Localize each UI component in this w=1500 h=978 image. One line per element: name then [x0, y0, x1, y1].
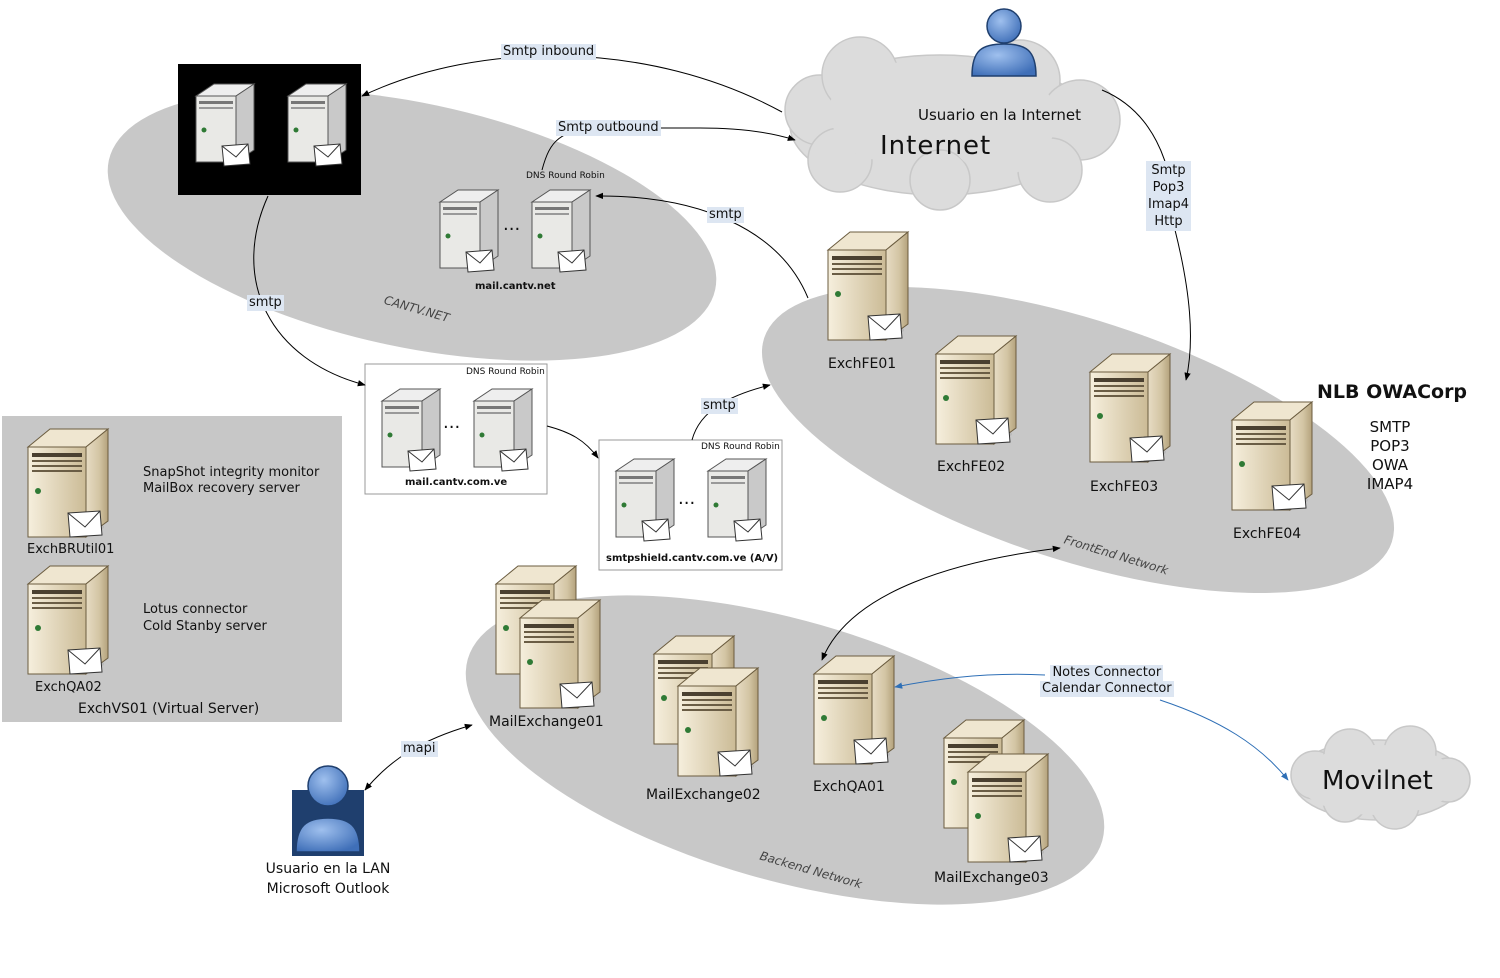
server-mailexchange03-b	[967, 753, 1049, 863]
internet-protocol-http: Http	[1154, 214, 1183, 229]
label-exchfe03: ExchFE03	[1090, 479, 1159, 495]
edge-label-smtp-fe: smtp	[707, 207, 744, 223]
connector-edges	[894, 673, 1289, 781]
server-exchfe01	[827, 231, 909, 341]
movilnet-cloud-title: Movilnet	[1322, 766, 1433, 796]
lan-user-icon	[292, 765, 364, 856]
server-exchqa01	[813, 655, 895, 765]
cluster-name-comve: mail.cantv.com.ve	[405, 477, 508, 488]
cluster-ellipsis-shield: ...	[678, 488, 696, 509]
edge-label-connectors: Notes Connector Calendar Connector	[1040, 665, 1174, 697]
label-exchfe02: ExchFE02	[937, 459, 1006, 475]
gateway-server-1	[195, 83, 255, 167]
movilnet-cloud	[1290, 725, 1471, 830]
edge-label-smtp-shield: smtp	[701, 398, 738, 414]
cluster-name-cantv-net: mail.cantv.net	[475, 281, 556, 292]
lan-user-label-line2: Microsoft Outlook	[266, 881, 390, 897]
cantv-net-server-1	[439, 189, 499, 273]
edge-gateway-to-comve	[253, 195, 366, 387]
edge-comve-to-shield	[546, 425, 599, 459]
edge-label-internet-protocols: Smtp Pop3 Imap4 Http	[1146, 161, 1191, 231]
server-exchbrutil01	[27, 428, 109, 538]
brutil-description-line2: MailBox recovery server	[143, 481, 300, 496]
cluster-name-smtpshield: smtpshield.cantv.com.ve (A/V)	[606, 553, 779, 564]
nlb-protocol-smtp: SMTP	[1369, 418, 1411, 436]
internet-protocol-smtp: Smtp	[1151, 163, 1186, 178]
server-exchfe04	[1231, 401, 1313, 511]
edge-label-smtp-inbound: Smtp inbound	[501, 44, 597, 60]
qa02-description-line1: Lotus connector	[143, 602, 248, 617]
label-mailexchange03: MailExchange03	[934, 870, 1049, 886]
internet-protocol-pop3: Pop3	[1152, 180, 1185, 195]
cluster-ellipsis-comve: ...	[443, 412, 461, 433]
server-exchqa02	[27, 565, 109, 675]
label-mailexchange01: MailExchange01	[489, 714, 604, 730]
server-exchfe03	[1089, 353, 1171, 463]
dns-round-robin-comve: DNS Round Robin	[466, 367, 545, 377]
nlb-protocol-pop3: POP3	[1370, 437, 1410, 455]
shield-server-2	[707, 458, 767, 542]
label-exchqa01: ExchQA01	[813, 779, 885, 795]
lan-user-label: Usuario en la LAN Microsoft Outlook	[255, 859, 401, 899]
label-exchfe04: ExchFE04	[1233, 526, 1302, 542]
nlb-protocol-imap4: IMAP4	[1366, 475, 1414, 493]
internet-cloud-title: Internet	[880, 131, 992, 161]
calendar-connector-label: Calendar Connector	[1040, 681, 1174, 697]
edge-label-smtp-outbound: Smtp outbound	[556, 120, 661, 136]
server-mailexchange02-b	[677, 667, 759, 777]
edge-fe-backend	[821, 545, 1061, 661]
label-exchfe01: ExchFE01	[828, 356, 897, 372]
frontend-network-ellipse	[761, 286, 1395, 594]
brutil-description-line1: SnapShot integrity monitor	[143, 465, 320, 480]
nlb-title: NLB OWACorp	[1317, 381, 1468, 403]
edge-label-mapi: mapi	[401, 741, 438, 757]
label-exchqa02: ExchQA02	[35, 680, 102, 695]
nlb-protocol-list: SMTP POP3 OWA IMAP4	[1360, 418, 1420, 494]
virtual-server-title: ExchVS01 (Virtual Server)	[78, 701, 260, 717]
notes-connector-label: Notes Connector	[1050, 665, 1164, 681]
cantv-net-server-2	[531, 189, 591, 273]
edge-label-smtp-gateway: smtp	[247, 295, 284, 311]
internet-protocol-imap4: Imap4	[1148, 197, 1189, 212]
label-mailexchange02: MailExchange02	[646, 787, 761, 803]
internet-user-label: Usuario en la Internet	[918, 106, 1081, 124]
edge-mapi	[364, 723, 473, 791]
cluster-ellipsis-cantv-net: ...	[503, 214, 521, 235]
server-exchfe02	[935, 335, 1017, 445]
shield-server-1	[615, 458, 675, 542]
qa02-description-line2: Cold Stanby server	[143, 619, 267, 634]
server-mailexchange01-b	[519, 599, 601, 709]
comve-server-2	[473, 388, 533, 472]
comve-server-1	[381, 388, 441, 472]
gateway-server-2	[287, 83, 347, 167]
lan-user-label-line1: Usuario en la LAN	[265, 861, 391, 877]
nlb-protocol-owa: OWA	[1371, 456, 1409, 474]
dns-round-robin-cantv-net: DNS Round Robin	[526, 171, 605, 181]
dns-round-robin-shield: DNS Round Robin	[701, 442, 780, 452]
label-exchbrutil01: ExchBRUtil01	[27, 542, 115, 557]
